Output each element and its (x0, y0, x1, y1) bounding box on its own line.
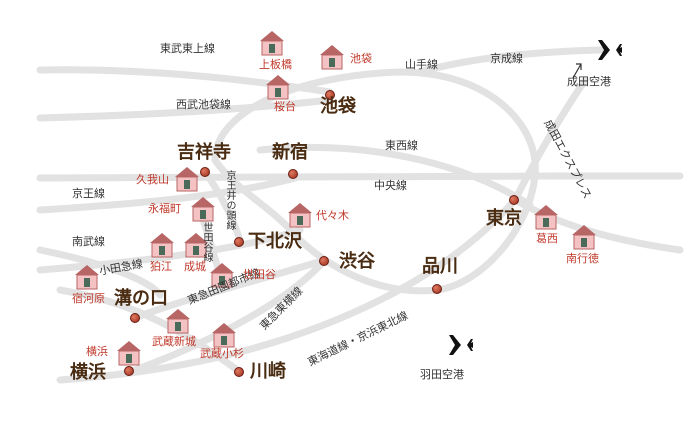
station-marker-yokohama[interactable] (124, 366, 134, 376)
station-name-ikebukuro[interactable]: 池袋 (320, 96, 356, 117)
station-marker-mizonokuchi[interactable] (130, 313, 140, 323)
station-name-kawasaki[interactable]: 川崎 (250, 361, 286, 382)
house-icon (150, 233, 174, 258)
area-label-musashi-shinjo: 武蔵新城 (152, 335, 196, 348)
house-icon (260, 31, 284, 56)
station-name-shimokitazawa[interactable]: 下北沢 (248, 231, 302, 252)
area-label-shukugawara: 宿河原 (72, 292, 105, 305)
rail-line-keisei: 京成線 (490, 52, 523, 65)
rail-line-setagaya: 世田谷線 (201, 222, 212, 262)
area-label-kugayama: 久我山 (136, 173, 169, 186)
rail-line-keio-inokashira: 京王井の頭線 (224, 170, 235, 230)
station-marker-shibuya[interactable] (319, 256, 329, 266)
area-label-seijo: 成城 (184, 260, 206, 273)
airplane-icon (445, 335, 473, 355)
house-icon (534, 205, 558, 230)
area-label-kamiitabashi: 上板橋 (259, 58, 292, 71)
denentoshi-line (131, 256, 329, 322)
house-icon (572, 225, 596, 250)
area-label-setagaya: 世田谷 (243, 268, 276, 281)
rail-line-chuo: 中央線 (374, 179, 407, 192)
area-label-ikebukuro: 池袋 (350, 52, 372, 65)
station-marker-kichijoji[interactable] (200, 167, 210, 177)
airplane-icon (594, 40, 622, 60)
chuo-line (36, 172, 684, 182)
narita-express-line (511, 76, 589, 204)
rail-line-seibu-ikebukuro: 西武池袋線 (176, 98, 231, 111)
station-marker-kawasaki[interactable] (234, 367, 244, 377)
arrow-icon (572, 63, 582, 79)
tobu-tojo-line (36, 66, 334, 96)
odakyu-line (36, 226, 304, 274)
house-icon (320, 45, 344, 70)
house-icon (175, 167, 199, 192)
station-name-shinagawa[interactable]: 品川 (422, 256, 458, 277)
station-name-kichijoji[interactable]: 吉祥寺 (177, 142, 231, 163)
area-label-yokohama: 横浜 (86, 345, 108, 358)
station-marker-shimokitazawa[interactable] (234, 237, 244, 247)
seibu-ikebukuro-line (36, 96, 334, 122)
rail-line-yamanote: 山手線 (405, 58, 438, 71)
keisei-line (416, 46, 604, 76)
station-marker-tokyo[interactable] (509, 195, 519, 205)
yamanote-line (211, 68, 539, 295)
house-icon (166, 309, 190, 334)
house-icon (117, 341, 141, 366)
airport-label-narita: 成田空港 (567, 75, 611, 88)
station-name-yokohama[interactable]: 横浜 (70, 362, 106, 383)
area-label-musashi-kosugi: 武蔵小杉 (200, 347, 244, 360)
tozai-line (256, 143, 534, 209)
station-marker-shinagawa[interactable] (432, 284, 442, 294)
station-name-tokyo[interactable]: 東京 (486, 208, 522, 229)
station-marker-ikebukuro[interactable] (325, 90, 335, 100)
area-label-komae: 狛江 (150, 260, 172, 273)
area-label-yoyogi: 代々木 (316, 209, 349, 222)
area-label-kasai: 葛西 (536, 232, 558, 245)
toyoko-line (126, 256, 329, 376)
rail-line-nambu: 南武線 (72, 235, 105, 248)
house-icon (75, 265, 99, 290)
nambu-line (36, 246, 164, 299)
house-icon (288, 203, 312, 228)
house-icon (266, 75, 290, 100)
inokashira-line (201, 168, 244, 244)
tokaido-line (56, 196, 519, 384)
station-name-shinjuku[interactable]: 新宿 (272, 142, 308, 163)
area-label-sakuradai: 桜台 (274, 100, 296, 113)
house-icon (210, 263, 234, 288)
station-marker-shinjuku[interactable] (288, 169, 298, 179)
rail-line-tobu-tojo: 東武東上線 (160, 42, 215, 55)
area-label-eifukucho: 永福町 (148, 202, 181, 215)
airport-label-haneda: 羽田空港 (420, 368, 464, 381)
kawasaki-line (56, 286, 244, 376)
house-icon (184, 233, 208, 258)
rail-line-tozai: 東西線 (385, 139, 418, 152)
house-icon (191, 197, 215, 222)
keio-line (36, 174, 299, 214)
station-name-mizonokuchi[interactable]: 溝の口 (114, 288, 168, 309)
area-label-gyotoku: 南行徳 (566, 252, 599, 265)
station-name-shibuya[interactable]: 渋谷 (339, 251, 375, 272)
house-icon (212, 323, 236, 348)
rail-line-keio: 京王線 (72, 187, 105, 200)
